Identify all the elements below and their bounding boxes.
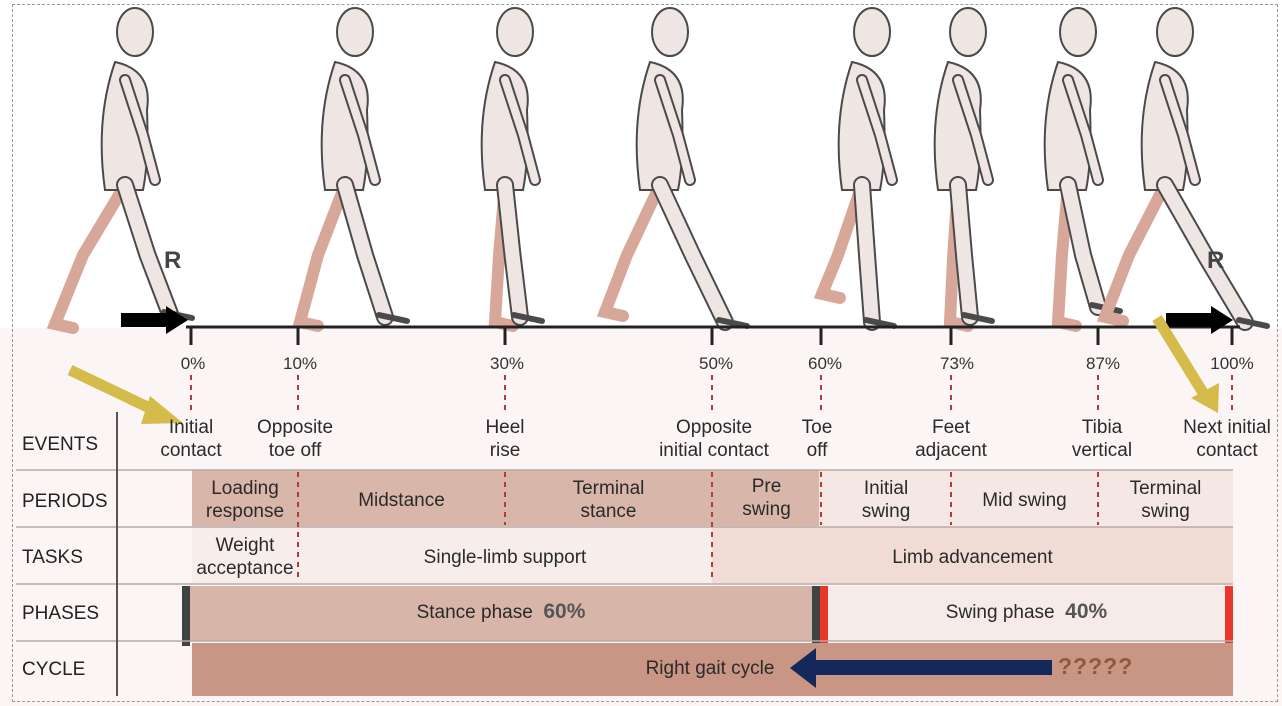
walking-figure bbox=[292, 7, 410, 332]
cycle-question: ????? bbox=[1058, 653, 1134, 679]
periods-swing-bg bbox=[819, 470, 1233, 526]
right-leg-marker-start: R bbox=[164, 247, 182, 274]
swing-phase-label-group: Swing phase 40% bbox=[828, 600, 1225, 624]
walking-figure bbox=[813, 7, 898, 331]
timeline-ticks bbox=[189, 327, 1234, 345]
pct-60: 60% bbox=[807, 354, 843, 373]
event-heel-rise: Heel rise bbox=[485, 417, 525, 461]
walking-figure bbox=[1096, 7, 1270, 331]
swing-start-marker bbox=[820, 586, 828, 646]
stance-phase-label: Stance phase bbox=[416, 602, 533, 623]
walking-figure bbox=[46, 7, 195, 334]
pct-0: 0% bbox=[180, 354, 206, 373]
pct-10: 10% bbox=[282, 354, 318, 373]
row-label-events: EVENTS bbox=[22, 434, 99, 455]
walking-figures bbox=[46, 7, 1270, 334]
swing-phase-label: Swing phase bbox=[945, 602, 1055, 623]
walking-figure bbox=[933, 7, 995, 332]
event-opposite-initial-contact: Opposite initial contact bbox=[659, 417, 769, 461]
gold-arrow-initial-contact bbox=[67, 365, 183, 424]
pct-87: 87% bbox=[1085, 354, 1121, 373]
stance-start-marker bbox=[182, 586, 190, 646]
pct-50: 50% bbox=[698, 354, 734, 373]
row-label-cycle: CYCLE bbox=[22, 659, 86, 680]
period-dividers bbox=[190, 375, 1233, 580]
task-limb-advancement: Limb advancement bbox=[892, 547, 1053, 568]
period-midstance: Midstance bbox=[358, 490, 445, 511]
navy-arrow bbox=[790, 648, 1052, 688]
event-feet-adjacent: Feet adjacent bbox=[915, 417, 987, 461]
event-tibia-vertical: Tibia vertical bbox=[1071, 417, 1133, 461]
period-terminal-swing: Terminal swing bbox=[1129, 478, 1202, 522]
event-opposite-toe-off: Opposite toe off bbox=[256, 417, 334, 461]
task-weight-acceptance: Weight acceptance bbox=[196, 535, 294, 579]
event-initial-contact: Initial contact bbox=[160, 417, 222, 461]
row-label-periods: PERIODS bbox=[22, 491, 108, 512]
swing-end-marker bbox=[1225, 586, 1233, 646]
swing-phase-bar bbox=[825, 586, 1229, 641]
swing-phase-percent: 40% bbox=[1065, 600, 1108, 623]
period-loading-response: Loading response bbox=[205, 478, 285, 522]
stance-phase-label-group: Stance phase 60% bbox=[190, 600, 812, 624]
event-toe-off: Toe off bbox=[801, 417, 833, 461]
walking-figure bbox=[480, 7, 545, 332]
stance-end-marker bbox=[812, 586, 820, 646]
cycle-label: Right gait cycle bbox=[645, 658, 775, 679]
tasks-support-bg bbox=[192, 527, 712, 583]
period-mid-swing: Mid swing bbox=[982, 490, 1067, 511]
walking-figure bbox=[596, 7, 750, 331]
events-row-bg bbox=[118, 412, 1233, 470]
stance-phase-percent: 60% bbox=[543, 600, 586, 623]
right-heel-arrow-right bbox=[1166, 306, 1233, 334]
stance-phase-bar bbox=[186, 586, 819, 641]
period-terminal-stance: Terminal stance bbox=[572, 478, 645, 522]
row-label-phases: PHASES bbox=[22, 603, 100, 624]
row-label-tasks: TASKS bbox=[22, 547, 83, 568]
tasks-advancement-bg bbox=[712, 527, 1233, 583]
period-initial-swing: Initial swing bbox=[861, 478, 911, 522]
walking-figure bbox=[1043, 7, 1123, 332]
period-pre-swing: Pre swing bbox=[742, 476, 791, 520]
event-next-initial-contact: Next initial contact bbox=[1183, 417, 1271, 461]
pct-30: 30% bbox=[489, 354, 525, 373]
row-separators bbox=[16, 469, 1233, 642]
task-single-limb-support: Single-limb support bbox=[423, 547, 587, 568]
pct-73: 73% bbox=[939, 354, 975, 373]
gold-arrow-next-contact bbox=[1152, 315, 1219, 413]
right-heel-arrow-left bbox=[121, 306, 188, 334]
pct-100: 100% bbox=[1210, 354, 1254, 373]
right-leg-marker-end: R bbox=[1207, 247, 1225, 274]
cycle-bar bbox=[192, 643, 1233, 696]
